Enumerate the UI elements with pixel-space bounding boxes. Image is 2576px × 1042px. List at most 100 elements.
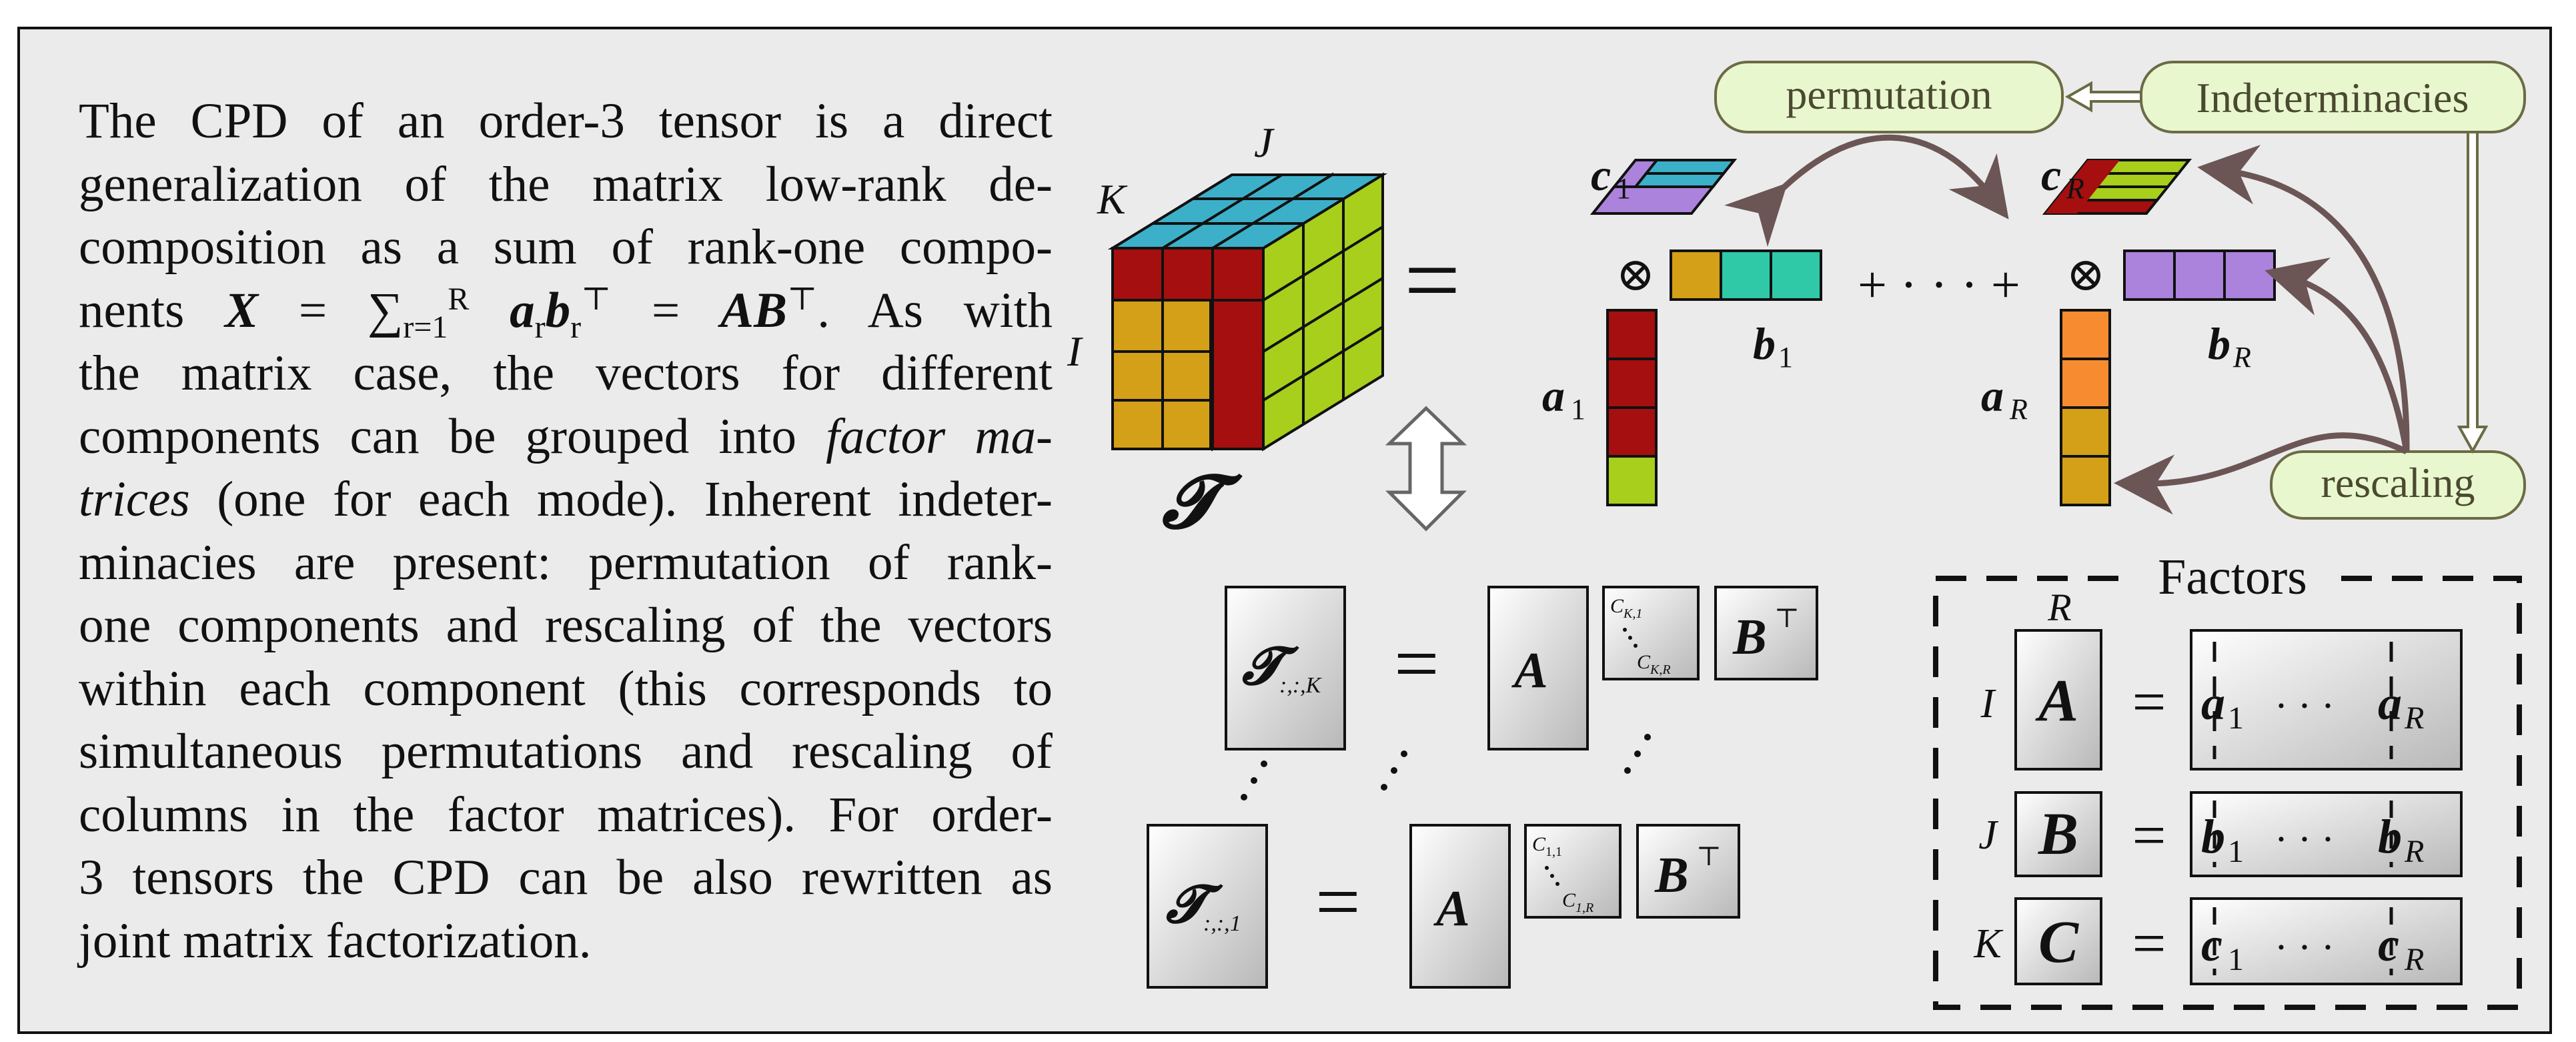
factors-K-label: K xyxy=(1973,921,2004,967)
label-aR-sub: R xyxy=(2009,393,2028,426)
factor-B-b1: b xyxy=(2201,810,2225,863)
factor-A-aR: a xyxy=(2378,676,2402,730)
description-paragraph: The CPD of an order-3 tensor is a direct… xyxy=(79,90,1053,973)
vector-bR xyxy=(2123,249,2276,301)
text-line: composition as a sum of rank-one compo- xyxy=(79,219,1053,275)
slice-K-box xyxy=(1225,586,1346,750)
text-line: one components and rescaling of the vect… xyxy=(79,598,1053,653)
text-line: the matrix case, the vectors for differe… xyxy=(79,346,1053,401)
factor-A-columns-box xyxy=(2190,629,2463,770)
factor-A-box xyxy=(2014,629,2102,770)
rescaling-arrows xyxy=(2114,145,2410,515)
diag-C1R: C xyxy=(1562,889,1576,911)
svg-text:⊤: ⊤ xyxy=(1696,841,1722,871)
factors-panel: Factors R I A = a 1 · · · a R J B = b 1 … xyxy=(1933,549,2522,1010)
text-line: simultaneous permutations and rescaling … xyxy=(79,724,1053,779)
vector-aR xyxy=(2060,309,2111,506)
factor-C-label: C xyxy=(2038,909,2079,975)
text-line: joint matrix factorization. xyxy=(79,913,592,969)
text-fragment: nents xyxy=(79,282,185,338)
permutation-bubble: permutation xyxy=(1714,61,2064,133)
slice-K-sub: :,:,K xyxy=(1279,673,1323,698)
diag-CK1: C xyxy=(1610,595,1624,617)
label-a1: a xyxy=(1542,370,1565,421)
factor-A-a1: a xyxy=(2201,676,2225,730)
matrix-BT-label-2: B xyxy=(1654,847,1689,903)
slice-1-equals: = xyxy=(1315,857,1361,946)
svg-text:⊤: ⊤ xyxy=(1774,603,1800,633)
indeterminacies-bubble: Indeterminacies xyxy=(2140,61,2526,133)
factors-R-label: R xyxy=(2047,586,2071,629)
slice-1-sub: :,:,1 xyxy=(1203,911,1241,936)
label-c1-sub: 1 xyxy=(1616,172,1631,205)
vector-b1 xyxy=(1670,249,1822,301)
equals-sign: = xyxy=(1404,225,1461,336)
factor-B-columns-box xyxy=(2190,791,2463,877)
factor-C-cR: c xyxy=(2378,918,2399,971)
tensor-label: 𝓣 xyxy=(1162,462,1243,543)
svg-text:R: R xyxy=(2404,700,2424,736)
plus-dots: + · · · + xyxy=(1858,255,2020,314)
factors-I-label: I xyxy=(1980,681,1997,726)
text-fragment: . As with xyxy=(817,282,1053,338)
label-aR: a xyxy=(1981,370,2004,421)
label-bR: b xyxy=(2208,318,2230,369)
emphasis: trices xyxy=(79,472,190,527)
vector-a1 xyxy=(1606,309,1658,506)
rescaling-bubble: rescaling xyxy=(2270,450,2526,520)
permutation-arrow xyxy=(1724,134,2009,247)
matrix-A-box xyxy=(1487,586,1589,750)
matrix-A-label: A xyxy=(1511,642,1548,698)
matrix-A-label-2: A xyxy=(1433,881,1470,937)
text-line: within each component (this corresponds … xyxy=(79,660,1053,716)
svg-text:1,1: 1,1 xyxy=(1545,845,1562,859)
label-bR-sub: R xyxy=(2232,341,2251,374)
matrix-BT-label: B xyxy=(1732,609,1767,665)
slice-1-equation: 𝓣 :,:,1 = A C 1,1 C 1,R B ⊤ xyxy=(1147,824,1740,989)
vector-c1 xyxy=(1589,159,1738,215)
factor-B-label: B xyxy=(2038,801,2078,867)
text-line: components can be grouped into factor ma… xyxy=(79,408,1053,464)
label-cR-sub: R xyxy=(2066,172,2084,205)
dim-K-label: K xyxy=(1097,175,1128,223)
slice-1-box xyxy=(1147,824,1268,989)
factor-C-equals: = xyxy=(2132,911,2166,977)
otimes-R: ⊗ xyxy=(2066,249,2106,301)
rescaling-label: rescaling xyxy=(2321,459,2475,506)
factor-B-bR: b xyxy=(2378,810,2402,863)
dim-J-label: J xyxy=(1254,119,1275,166)
slice-K-equation: 𝓣 :,:,K = A C K,1 C K,R B ⊤ xyxy=(1225,586,1818,750)
factor-C-c1: c xyxy=(2201,918,2222,971)
factor-B-equals: = xyxy=(2132,803,2166,869)
dim-I-label: I xyxy=(1067,328,1083,375)
text-line: columns in the factor matrices). For ord… xyxy=(79,787,1053,843)
matrix-BT-box xyxy=(1714,586,1818,680)
indeterminacies-arrows xyxy=(2064,81,2489,454)
matrix-A-box-2 xyxy=(1409,824,1511,989)
component-1 xyxy=(1589,159,1822,506)
label-c1: c xyxy=(1591,149,1611,200)
factor-A-label: A xyxy=(2035,668,2078,734)
otimes-1: ⊗ xyxy=(1616,249,1656,301)
diag-CK-box xyxy=(1602,586,1700,680)
diag-C1-box xyxy=(1524,824,1622,919)
svg-text:1: 1 xyxy=(2228,700,2244,736)
factor-C-box xyxy=(2014,897,2102,985)
svg-text:R: R xyxy=(2404,834,2424,869)
factor-C-columns-box xyxy=(2190,897,2463,985)
vector-cR xyxy=(2042,159,2192,215)
slice-K-equals: = xyxy=(1394,619,1439,708)
text-line: trices (one for each mode). Inherent ind… xyxy=(79,472,1053,527)
emphasis: factor ma- xyxy=(826,408,1053,464)
factor-A-equals: = xyxy=(2132,669,2166,735)
text-line: 3 tensors the CPD can be also rewritten … xyxy=(79,850,1053,905)
factor-A-dots: · · · xyxy=(2275,684,2335,728)
svg-text:K,R: K,R xyxy=(1650,662,1671,677)
indeterminacies-label: Indeterminacies xyxy=(2196,74,2469,121)
factor-B-box xyxy=(2014,791,2102,877)
label-cR: c xyxy=(2041,149,2061,200)
svg-text:1: 1 xyxy=(2228,834,2244,869)
text-line: minacies are present: permutation of ran… xyxy=(79,534,1053,590)
svg-text:K,1: K,1 xyxy=(1623,606,1642,621)
